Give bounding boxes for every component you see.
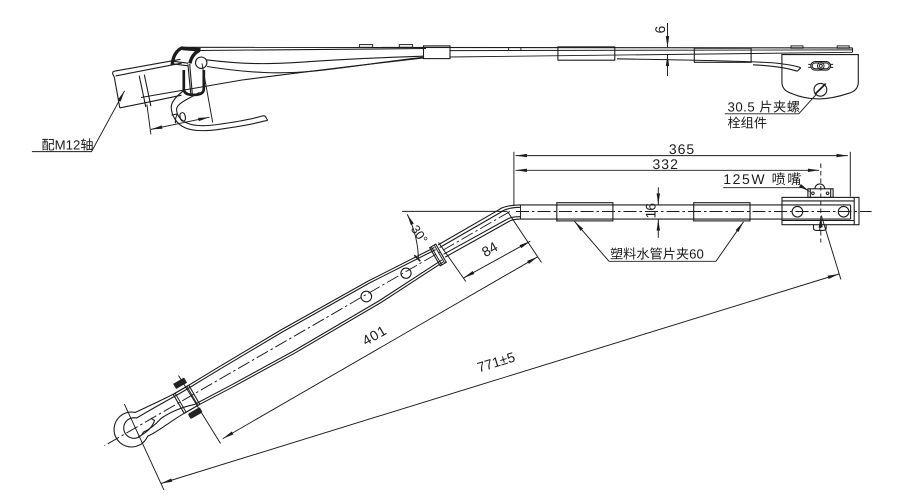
svg-text:栓组件: 栓组件	[728, 115, 768, 130]
svg-text:332: 332	[653, 156, 679, 172]
svg-text:365: 365	[669, 141, 695, 157]
svg-text:84: 84	[479, 238, 501, 260]
svg-text:16: 16	[643, 203, 659, 219]
svg-text:6: 6	[652, 26, 668, 34]
svg-text:配M12轴: 配M12轴	[42, 137, 94, 152]
svg-text:塑料水管片夹60: 塑料水管片夹60	[610, 246, 704, 261]
svg-text:70: 70	[170, 109, 188, 127]
svg-text:125W 喷嘴: 125W 喷嘴	[723, 171, 803, 187]
svg-text:30.5 片夹螺: 30.5 片夹螺	[728, 99, 801, 114]
